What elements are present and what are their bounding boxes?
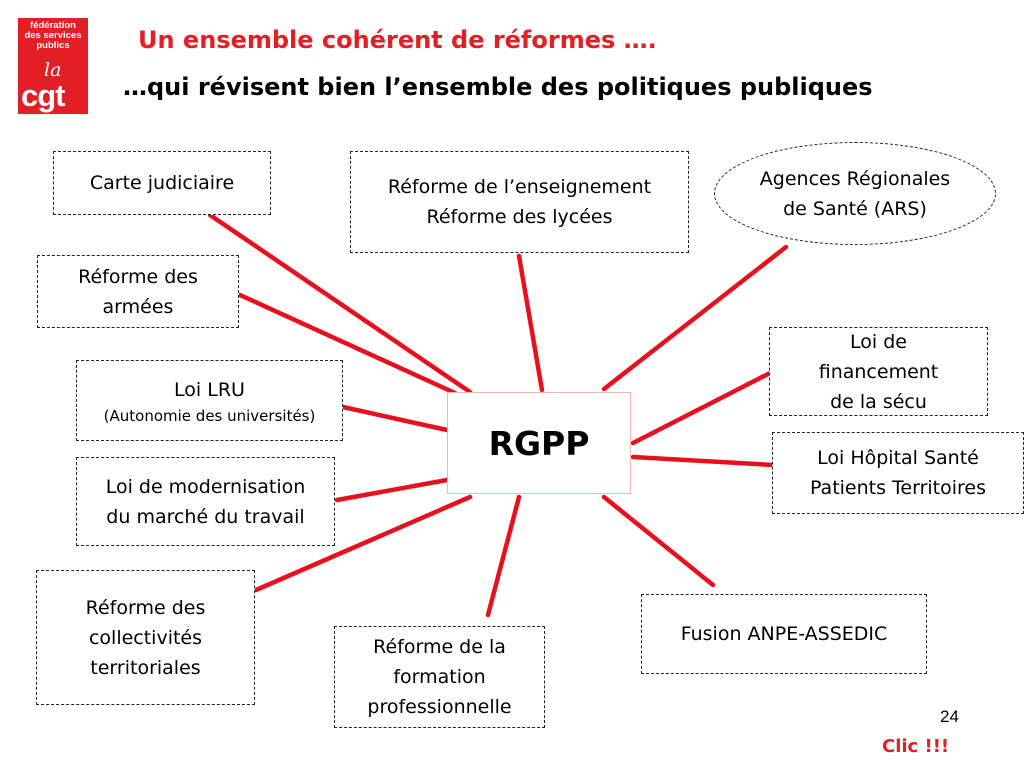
node-text-line: Loi de modernisation xyxy=(105,475,306,498)
logo-line-3: publics xyxy=(36,40,70,51)
node-text-line: collectivités xyxy=(88,626,203,649)
node-text-line: professionnelle xyxy=(367,696,512,718)
connector-loi-modernisation xyxy=(334,477,450,503)
logo-federation-text: fédération des services publics xyxy=(18,21,88,51)
connector-agences-ars xyxy=(601,244,789,392)
logo-line-2: des services xyxy=(24,30,82,41)
page-subtitle: …qui révisent bien l’ensemble des politi… xyxy=(123,73,873,101)
connector-reforme-formation xyxy=(485,494,522,618)
node-reforme-armees: Réforme des armées xyxy=(37,255,239,328)
connector-loi-lru xyxy=(340,404,450,433)
logo-script-text: la xyxy=(44,59,62,81)
node-text-line: du marché du travail xyxy=(106,505,305,528)
node-reforme-formation: Réforme de la formation professionnelle xyxy=(334,626,545,728)
node-text-line: Loi de xyxy=(850,330,907,353)
node-text-line: (Autonomie des universités) xyxy=(103,406,316,425)
connector-reforme-collectivites xyxy=(253,494,473,593)
node-text-line: Loi Hôpital Santé xyxy=(817,447,979,469)
node-reforme-enseignement: Réforme de l’enseignement Réforme des ly… xyxy=(350,151,689,253)
connector-carte-judiciaire xyxy=(207,212,473,395)
node-text-line: financement xyxy=(818,360,939,383)
node-text-line: Réforme des xyxy=(78,265,198,288)
node-text-line: Réforme des lycées xyxy=(426,206,613,228)
connector-loi-hopital xyxy=(630,454,776,468)
node-text-line: Carte judiciaire xyxy=(89,172,235,194)
connector-fusion-anpe xyxy=(601,494,716,588)
node-reforme-collectivites: Réforme des collectivités territoriales xyxy=(36,570,255,705)
node-text-line: de Santé (ARS) xyxy=(783,197,927,220)
node-text-line: Agences Régionales xyxy=(759,167,951,190)
rgpp-center-node: RGPP xyxy=(447,392,631,494)
node-text-line: territoriales xyxy=(90,656,201,679)
connector-reforme-armees xyxy=(237,292,458,396)
node-text-line: Fusion ANPE-ASSEDIC xyxy=(680,623,888,645)
node-text-line: Loi LRU xyxy=(174,378,245,401)
node-loi-lru: Loi LRU (Autonomie des universités) xyxy=(76,360,343,441)
node-fusion-anpe-assedic: Fusion ANPE-ASSEDIC xyxy=(641,594,927,674)
node-text-line: Réforme de la xyxy=(373,636,506,658)
node-text-line: Réforme de l’enseignement xyxy=(387,176,652,198)
node-agences-ars: Agences Régionales de Santé (ARS) xyxy=(714,142,996,245)
node-text-line: armées xyxy=(102,295,174,318)
page-number: 24 xyxy=(940,707,959,726)
node-carte-judiciaire: Carte judiciaire xyxy=(53,151,271,215)
page-title: Un ensemble cohérent de réformes …. xyxy=(138,26,657,54)
node-text-line: de la sécu xyxy=(830,390,927,413)
node-loi-hopital: Loi Hôpital Santé Patients Territoires xyxy=(772,432,1024,514)
node-text-line: formation xyxy=(393,666,486,688)
connector-reforme-enseignement xyxy=(516,253,545,393)
node-loi-modernisation: Loi de modernisation du marché du travai… xyxy=(76,457,335,546)
rgpp-label: RGPP xyxy=(488,423,590,463)
node-text-line: Patients Territoires xyxy=(809,477,987,499)
logo-brand-text: cgt xyxy=(21,78,65,113)
node-loi-financement: Loi de financement de la sécu xyxy=(769,327,988,416)
clic-link[interactable]: Clic !!! xyxy=(882,736,950,757)
cgt-logo: fédération des services publics la cgt xyxy=(18,18,88,114)
connector-loi-financement xyxy=(630,370,773,446)
node-text-line: Réforme des xyxy=(85,596,206,619)
logo-line-1: fédération xyxy=(30,20,76,31)
